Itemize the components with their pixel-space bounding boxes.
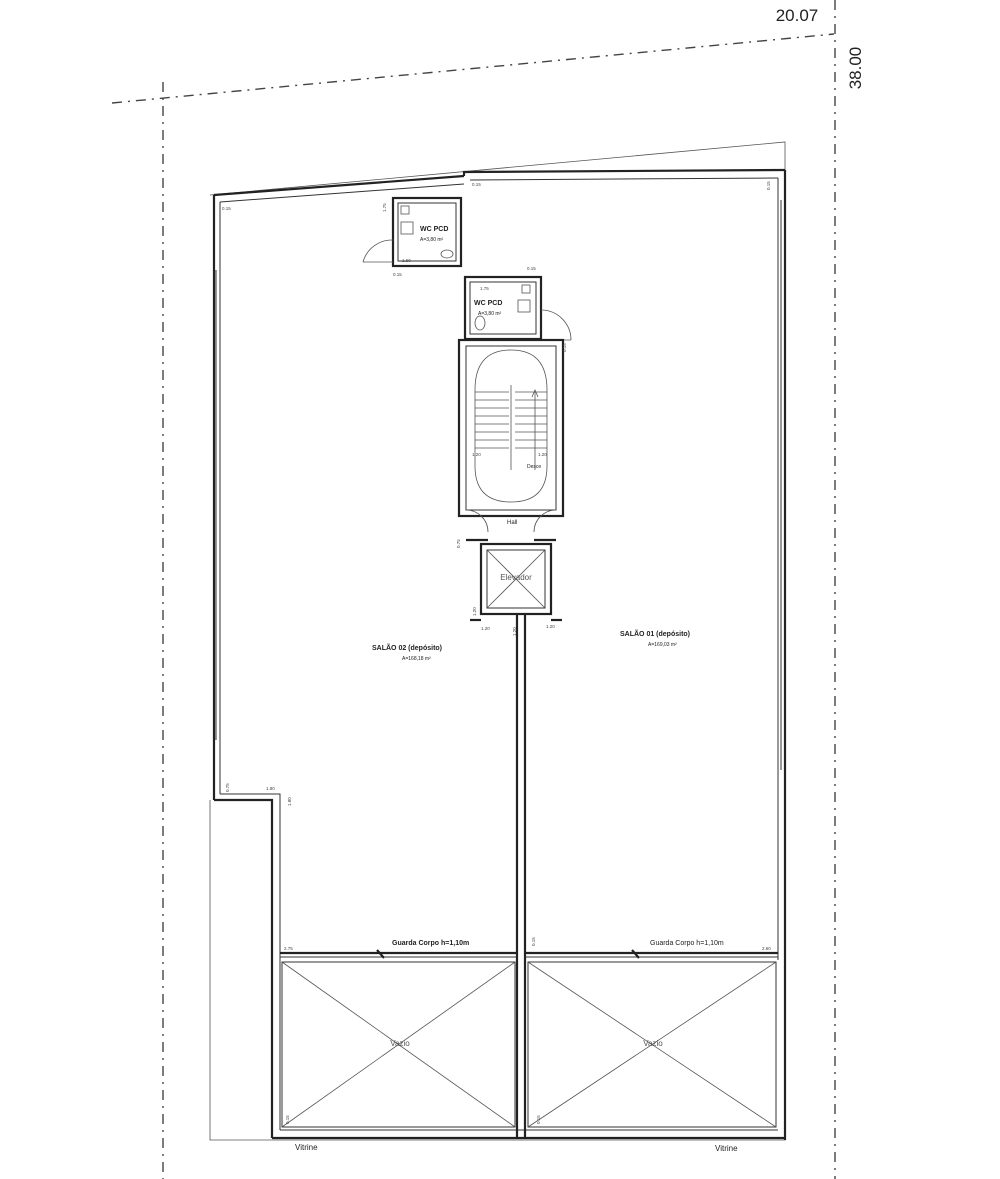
wc1-block	[362, 196, 463, 268]
dim-stair-top: 0.15	[562, 343, 567, 352]
setback-outline	[209, 141, 786, 1141]
void-right-label: Vazio	[643, 1039, 663, 1048]
dim-stair-right: 1.20	[538, 452, 547, 457]
salao01-area: A=169,03 m²	[648, 642, 677, 648]
hall-doors	[465, 509, 557, 542]
dim-stair-left: 1.20	[472, 452, 481, 457]
stair-block	[457, 338, 565, 518]
dim-elev-c: 1.20	[512, 627, 517, 636]
railing-right-label: Guarda Corpo h=1,10m	[650, 940, 724, 947]
outer-walls	[212, 168, 787, 1140]
dim-hall-a: 0.75	[456, 539, 461, 548]
salao02-name: SALÃO 02 (depósito)	[372, 643, 442, 652]
site-width-label: 20.07	[776, 6, 819, 25]
site-depth-label: 38.00	[846, 47, 865, 90]
salao01-name: SALÃO 01 (depósito)	[620, 629, 690, 638]
dim-left-step-c: 1.80	[287, 797, 292, 806]
railing-left-label: Guarda Corpo h=1,10m	[392, 940, 469, 947]
dim-left-step-a: 0.75	[225, 783, 230, 792]
vitrine-left-label: Vitrine	[295, 1143, 318, 1152]
wc2-name: WC PCD	[474, 300, 502, 307]
site-boundary-top	[111, 33, 835, 104]
dim-rail-right: 2.60	[762, 946, 771, 951]
railings	[280, 949, 778, 959]
wc1-name: WC PCD	[420, 226, 448, 233]
dim-wc1-c: 0.15	[393, 272, 402, 277]
dim-wc2-a: 0.15	[527, 266, 536, 271]
dim-rail-mid: 0.15	[531, 937, 536, 946]
voids	[281, 961, 777, 1128]
dim-wc1-a: 1.75	[382, 203, 387, 212]
hall-label: Hall	[507, 520, 517, 526]
dim-bottom-left: 0.15	[285, 1115, 290, 1124]
dim-rail-left: 2.75	[284, 946, 293, 951]
dim-bottom-right: 0.15	[536, 1115, 541, 1124]
void-left-label: Vazio	[390, 1039, 410, 1048]
dim-top-left: 0.15	[222, 206, 231, 211]
dim-top-right: 0.15	[766, 181, 771, 190]
elevator-block	[479, 542, 553, 616]
dim-elev-b: 1.20	[481, 626, 490, 631]
dim-top-mid: 0.15	[472, 182, 481, 187]
partition-wall	[470, 614, 562, 1138]
salao02-area: A=168,18 m²	[402, 656, 431, 662]
dim-elev-d: 1.20	[546, 624, 555, 629]
stair-label: Desce	[527, 464, 541, 470]
vitrine-right-label: Vitrine	[715, 1144, 738, 1153]
dim-elev-a: 1.20	[472, 607, 477, 616]
dim-left-step-b: 1.80	[266, 786, 275, 791]
wc2-area: A=3,80 m²	[478, 311, 502, 317]
elevator-label: Elevador	[500, 573, 532, 582]
dim-wc2-b: 1.75	[480, 286, 489, 291]
dim-wc1-b: 1.60	[402, 258, 411, 263]
wc1-area: A=3,80 m²	[420, 237, 444, 243]
